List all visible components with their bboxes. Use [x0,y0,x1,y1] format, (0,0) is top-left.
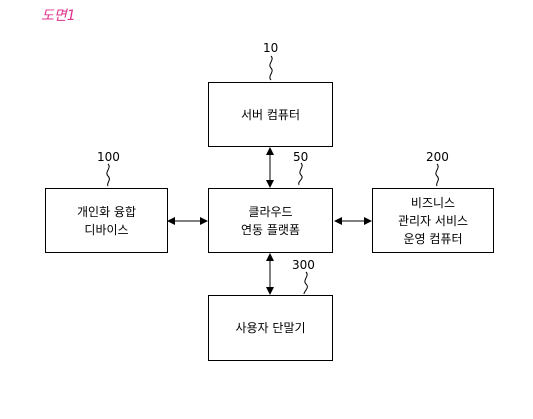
leader-50 [298,162,303,186]
personal-device-label-line1: 개인화 융합 [76,204,136,219]
leader-300 [303,271,308,295]
ref-number-300: 300 [292,258,315,272]
ref-number-200: 200 [426,150,449,164]
server-computer-label: 서버 컴퓨터 [240,107,300,122]
business-computer-box: 비즈니스 관리자 서비스 운영 컴퓨터 [372,188,494,253]
ref-number-100: 100 [97,150,120,164]
server-computer-box: 서버 컴퓨터 [208,82,333,147]
leader-200 [435,163,439,187]
user-terminal-box: 사용자 단말기 [208,295,333,361]
cloud-platform-label-line2: 연동 플랫폼 [240,222,300,237]
leader-10 [269,55,273,81]
cloud-platform-box: 클라우드 연동 플랫폼 [208,188,333,253]
ref-number-10: 10 [263,41,279,55]
ref-number-50: 50 [293,150,309,164]
user-terminal-label: 사용자 단말기 [235,321,306,335]
business-computer-label-line3: 운영 컴퓨터 [403,231,463,246]
personal-device-label-line2: 디바이스 [84,222,129,237]
figure-label: 도면1 [41,8,76,24]
business-computer-label-line2: 관리자 서비스 [397,213,469,228]
cloud-platform-label-line1: 클라우드 [248,204,293,219]
business-computer-label-line1: 비즈니스 [410,195,456,210]
leader-100 [106,163,110,187]
personal-device-box: 개인화 융합 디바이스 [45,188,168,253]
